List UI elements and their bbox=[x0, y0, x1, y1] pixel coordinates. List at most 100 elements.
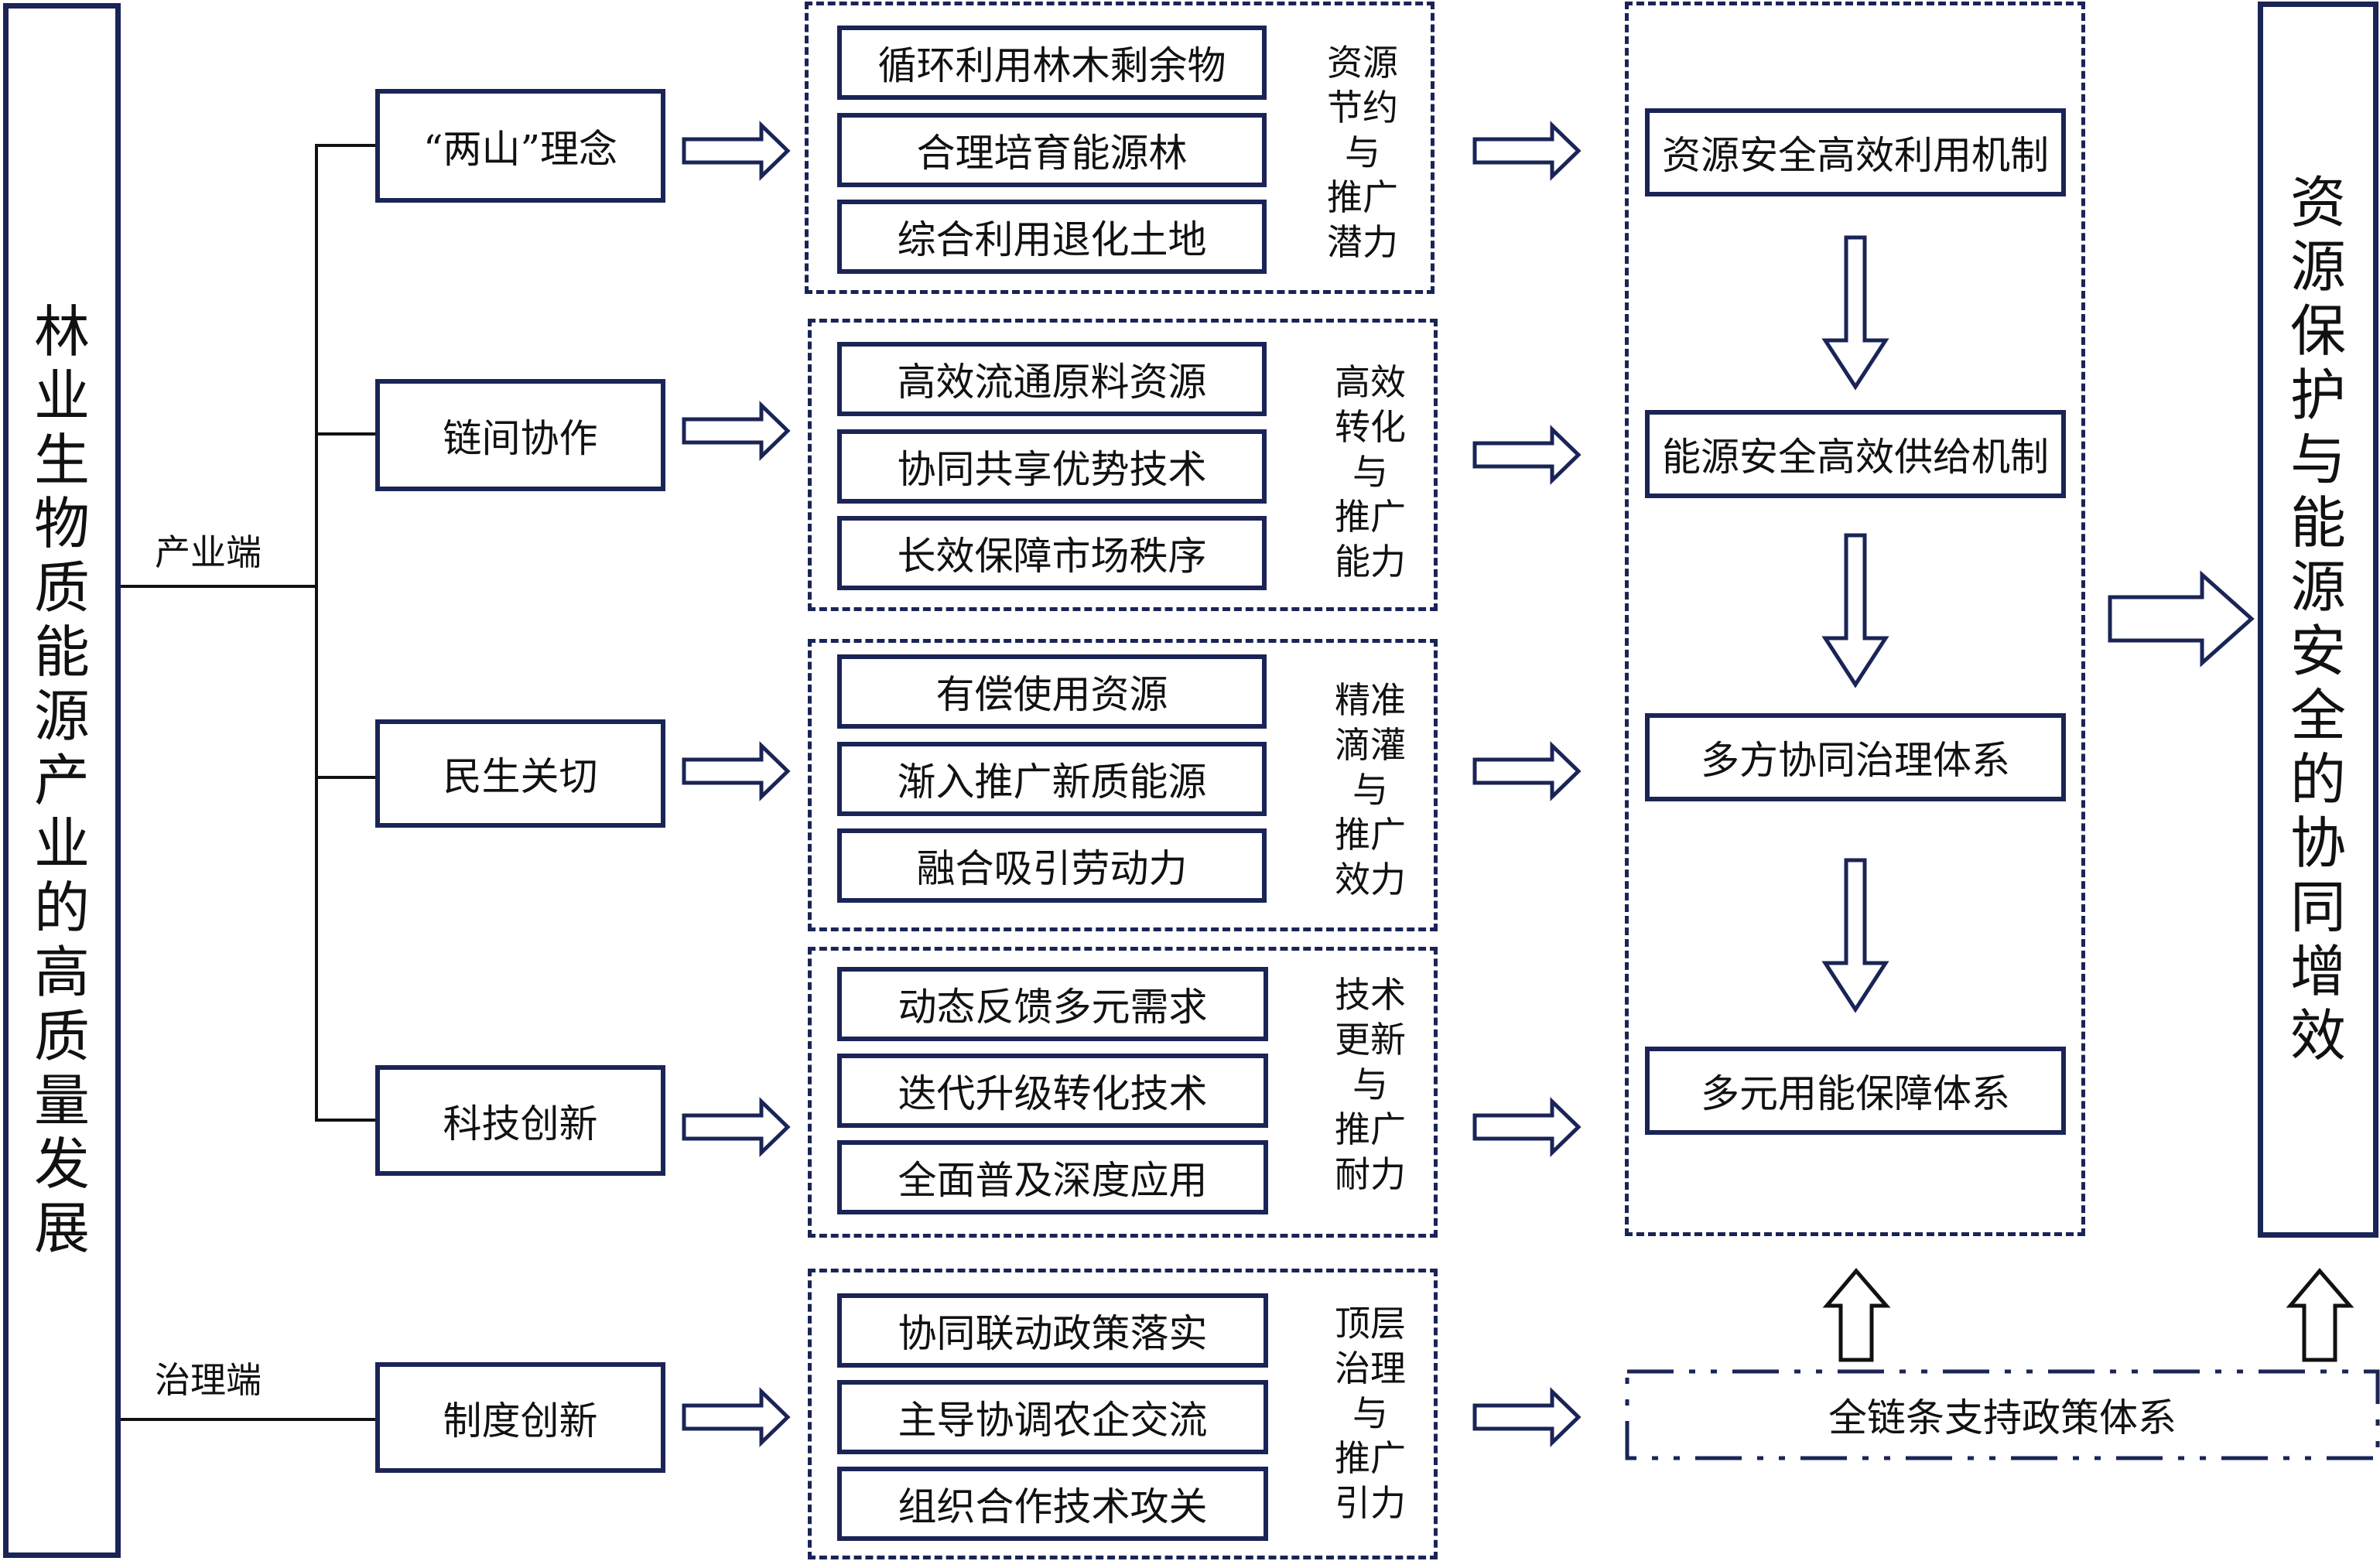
right-title-char: 护 bbox=[2289, 362, 2346, 428]
category-box-tech-innovation: 科技创新 bbox=[375, 1065, 665, 1176]
connector-vertical-industry bbox=[315, 144, 318, 1121]
side-label-line: 耐力 bbox=[1335, 1153, 1406, 1195]
down-arrow-icon bbox=[1821, 858, 1889, 1013]
item-text: 有偿使用资源 bbox=[935, 672, 1168, 717]
policy-system-box: 全链条支持政策体系 bbox=[1625, 1369, 2380, 1460]
branch-label-industry: 产业端 bbox=[155, 531, 262, 573]
left-title-box: 林业生物质能源产业的高质量发展 bbox=[3, 3, 121, 1558]
left-title-char: 源 bbox=[33, 683, 90, 749]
right-title-char: 全 bbox=[2289, 682, 2346, 748]
item-text: 动态反馈多元需求 bbox=[898, 985, 1208, 1030]
left-title-text: 林业生物质能源产业的高质量发展 bbox=[34, 300, 90, 1261]
down-arrow-icon bbox=[1821, 235, 1889, 391]
side-label-line: 转化 bbox=[1335, 406, 1406, 448]
right-arrow-icon bbox=[682, 121, 791, 181]
category-label: 链间协作 bbox=[443, 415, 598, 461]
right-arrow-icon bbox=[682, 1387, 791, 1447]
side-label-line: 滴灌 bbox=[1335, 724, 1406, 766]
item-box: 循环利用林木剩余物 bbox=[837, 26, 1267, 100]
right-title-char: 的 bbox=[2289, 746, 2346, 812]
right-title-char: 能 bbox=[2289, 490, 2346, 556]
mechanism-box-governance: 多方协同治理体系 bbox=[1645, 713, 2066, 801]
side-label-line: 推广 bbox=[1335, 1108, 1406, 1150]
group-box-3 bbox=[808, 639, 1438, 931]
side-label-line: 高效 bbox=[1335, 361, 1406, 403]
right-arrow-icon bbox=[1472, 1097, 1582, 1157]
left-title-char: 物 bbox=[33, 491, 90, 557]
side-label-line: 与 bbox=[1352, 769, 1388, 811]
right-title-text: 资源保护与能源安全的协同增效 bbox=[2290, 171, 2346, 1067]
right-arrow-icon bbox=[1472, 425, 1582, 485]
side-label-line: 顶层 bbox=[1335, 1303, 1406, 1344]
side-label-line: 治理 bbox=[1335, 1348, 1406, 1389]
item-text: 协同联动政策落实 bbox=[898, 1311, 1208, 1356]
policy-system-text: 全链条支持政策体系 bbox=[1828, 1395, 2177, 1440]
category-box-chain-collab: 链间协作 bbox=[375, 379, 665, 491]
side-label-line: 能力 bbox=[1335, 541, 1406, 582]
connector-cat-1 bbox=[315, 144, 375, 147]
side-label-line: 节约 bbox=[1327, 87, 1398, 128]
right-arrow-icon bbox=[1472, 1387, 1582, 1447]
connector-cat-2 bbox=[315, 432, 375, 436]
item-text: 渐入推广新质能源 bbox=[897, 760, 1207, 804]
side-label-line: 技术 bbox=[1335, 974, 1406, 1016]
item-text: 高效流通原料资源 bbox=[897, 360, 1207, 405]
connector-trunk-industry bbox=[121, 585, 316, 588]
mechanism-box-resource: 资源安全高效利用机制 bbox=[1645, 108, 2066, 196]
side-label-line: 推广 bbox=[1335, 1437, 1406, 1479]
right-title-box: 资源保护与能源安全的协同增效 bbox=[2258, 2, 2378, 1238]
right-title-char: 增 bbox=[2289, 938, 2346, 1004]
item-box: 全面普及深度应用 bbox=[837, 1140, 1268, 1214]
side-label-line: 潜力 bbox=[1327, 221, 1398, 263]
side-label-line: 与 bbox=[1352, 1064, 1388, 1105]
group-side-label: 资源节约与推广潜力 bbox=[1320, 40, 1405, 265]
right-title-char: 保 bbox=[2289, 299, 2346, 364]
item-text: 组织合作技术攻关 bbox=[898, 1484, 1208, 1529]
mechanism-box-energy: 能源安全高效供给机制 bbox=[1645, 410, 2066, 498]
group-side-label: 顶层治理与推广引力 bbox=[1328, 1301, 1413, 1525]
group-side-label: 精准滴灌与推广效力 bbox=[1328, 678, 1413, 902]
item-text: 合理培育能源林 bbox=[916, 131, 1188, 176]
connector-cat-3 bbox=[315, 776, 375, 779]
item-box: 组织合作技术攻关 bbox=[837, 1467, 1268, 1541]
category-box-institutional-innovation: 制度创新 bbox=[375, 1362, 665, 1473]
group-box-1 bbox=[805, 2, 1434, 294]
left-title-char: 的 bbox=[33, 876, 90, 941]
side-label-line: 推广 bbox=[1335, 496, 1406, 538]
right-arrow-icon bbox=[1472, 741, 1582, 801]
item-text: 长效保障市场秩序 bbox=[897, 534, 1207, 579]
right-title-char: 同 bbox=[2289, 875, 2346, 941]
mechanism-column-box bbox=[1625, 2, 2085, 1236]
right-title-char: 资 bbox=[2289, 170, 2346, 236]
group-box-2 bbox=[808, 319, 1438, 611]
connector-cat-4 bbox=[315, 1119, 375, 1122]
item-text: 循环利用林木剩余物 bbox=[877, 43, 1226, 88]
mechanism-box-energy-guarantee: 多元用能保障体系 bbox=[1645, 1047, 2066, 1135]
left-title-char: 高 bbox=[33, 939, 90, 1005]
right-arrow-icon bbox=[682, 1097, 791, 1157]
item-text: 全面普及深度应用 bbox=[898, 1158, 1208, 1203]
left-title-char: 产 bbox=[33, 747, 90, 813]
group-side-label: 技术更新与推广耐力 bbox=[1328, 972, 1413, 1197]
left-title-char: 质 bbox=[33, 555, 90, 621]
side-label-line: 引力 bbox=[1335, 1482, 1406, 1524]
item-text: 迭代升级转化技术 bbox=[898, 1071, 1208, 1116]
item-text: 协同共享优势技术 bbox=[897, 447, 1207, 492]
left-title-char: 发 bbox=[33, 1132, 90, 1197]
right-arrow-icon bbox=[2108, 570, 2255, 668]
left-title-char: 质 bbox=[33, 1003, 90, 1069]
mechanism-text: 多方协同治理体系 bbox=[1701, 738, 2010, 783]
category-label: 制度创新 bbox=[443, 1398, 598, 1443]
side-label-line: 更新 bbox=[1335, 1019, 1406, 1061]
left-title-char: 能 bbox=[33, 620, 90, 685]
right-title-char: 与 bbox=[2289, 426, 2346, 492]
left-title-char: 业 bbox=[33, 363, 90, 429]
item-box: 长效保障市场秩序 bbox=[837, 516, 1267, 590]
category-label: “两山”理念 bbox=[422, 126, 618, 172]
right-arrow-icon bbox=[682, 741, 791, 801]
category-label: 科技创新 bbox=[443, 1101, 598, 1146]
left-title-char: 展 bbox=[33, 1196, 90, 1262]
item-text: 融合吸引劳动力 bbox=[916, 846, 1188, 891]
item-box: 合理培育能源林 bbox=[837, 113, 1267, 187]
item-box: 渐入推广新质能源 bbox=[837, 742, 1267, 816]
